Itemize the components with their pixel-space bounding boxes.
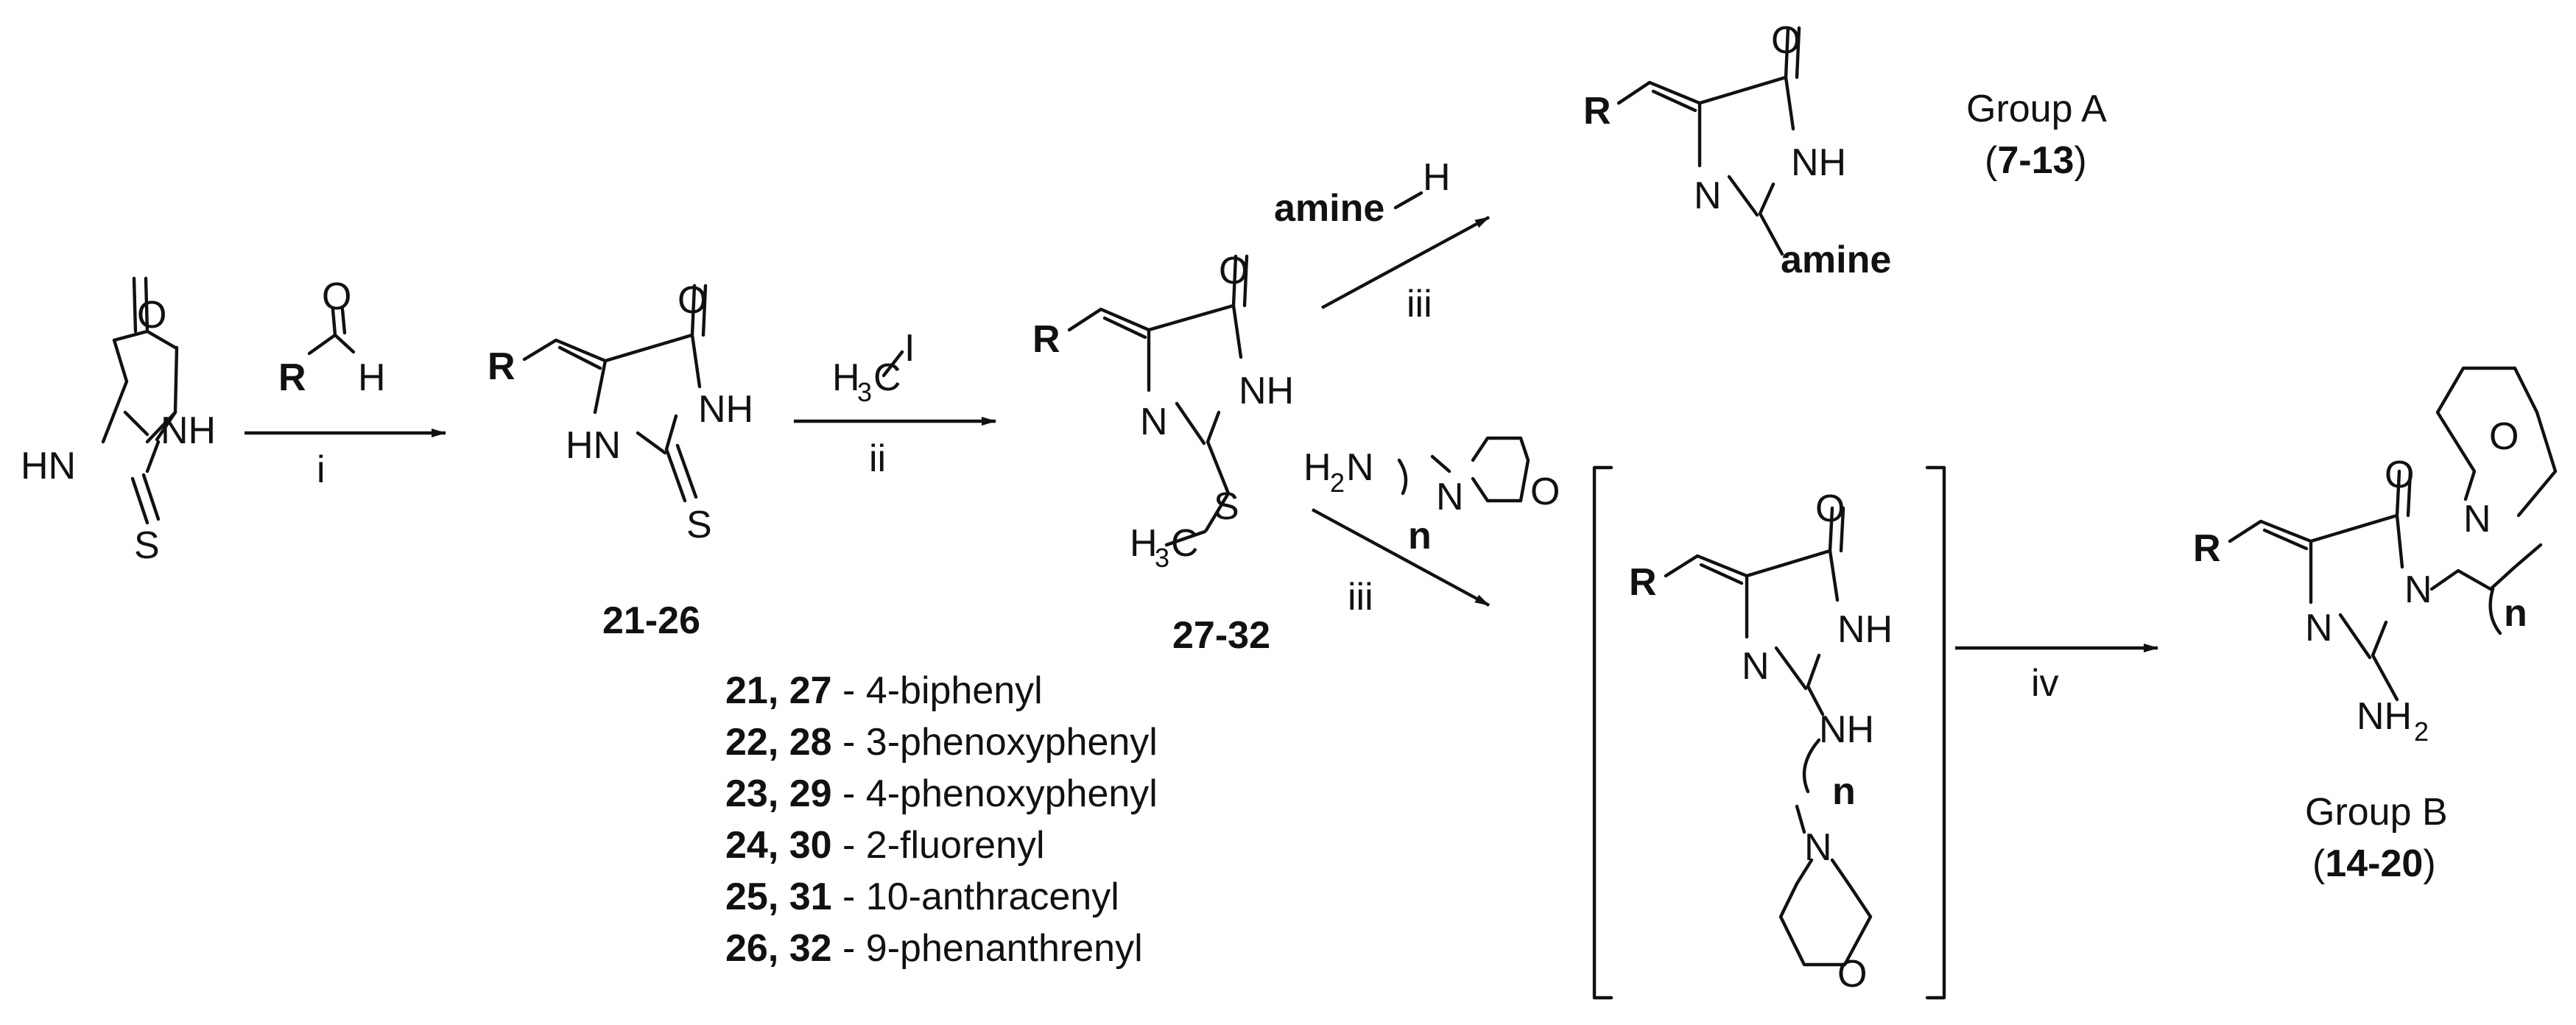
atom-N: N	[1742, 645, 1770, 688]
atom-NH: NH	[1791, 141, 1846, 184]
substituent-row: 25, 31 - 10-anthracenyl	[725, 876, 1119, 918]
label-step-iv: iv	[2031, 662, 2059, 705]
aldehyde-reagent: R O H	[278, 275, 386, 399]
atom-amine: amine	[1274, 187, 1384, 230]
atom-S: S	[686, 504, 712, 546]
atom-O: O	[322, 275, 351, 318]
atom-R: R	[1629, 561, 1657, 604]
atom-N: N	[1346, 446, 1374, 489]
atom-O: O	[1837, 953, 1867, 996]
methyl-iodide-reagent: H 3 C I	[832, 327, 915, 407]
atom-R: R	[1032, 318, 1060, 361]
atom-R: R	[2193, 527, 2221, 570]
substituent-row: 26, 32 - 9-phenanthrenyl	[725, 927, 1143, 970]
atom-N: N	[2305, 607, 2333, 649]
group-b-range: (14-20)	[2312, 842, 2436, 885]
thiohydantoin-starting-material: O NH HN S	[21, 276, 216, 567]
atom-O: O	[2385, 454, 2414, 496]
amine-reagent: amine H	[1274, 156, 1451, 230]
subscript-2: 2	[2414, 716, 2429, 747]
atom-H: H	[1303, 446, 1331, 489]
atom-H: H	[832, 356, 860, 399]
arrow-step-iii-lower	[1311, 508, 1491, 607]
atom-amine: amine	[1781, 239, 1891, 281]
label-step-i: i	[317, 448, 325, 491]
label-step-ii: ii	[869, 437, 886, 480]
subscript-2: 2	[1330, 468, 1345, 498]
atom-O: O	[1815, 487, 1845, 530]
subscript-3: 3	[857, 377, 872, 407]
atom-NH: NH	[1837, 608, 1893, 651]
atom-n: n	[2504, 592, 2527, 635]
atom-N: N	[1436, 476, 1464, 518]
atom-HN: HN	[566, 424, 621, 467]
atom-N: N	[1140, 401, 1168, 443]
atom-R: R	[1583, 90, 1611, 133]
atom-NH: NH	[1819, 708, 1874, 751]
atom-H: H	[358, 356, 386, 399]
label-step-iii-lower: iii	[1348, 576, 1373, 619]
substituent-row: 24, 30 - 2-fluorenyl	[725, 824, 1045, 867]
atom-NH: NH	[1239, 370, 1294, 412]
atom-S: S	[1214, 485, 1239, 528]
atom-n: n	[1408, 515, 1432, 557]
atom-O: O	[137, 294, 166, 337]
atom-N: N	[1694, 175, 1722, 217]
atom-N: N	[1804, 826, 1832, 869]
group-b-label: Group B (14-20)	[2305, 791, 2448, 885]
substituent-row: 21, 27 - 4-biphenyl	[725, 669, 1043, 712]
atom-N: N	[2463, 498, 2491, 540]
substituent-row: 23, 29 - 4-phenoxyphenyl	[725, 772, 1158, 815]
substituent-list: 21, 27 - 4-biphenyl 22, 28 - 3-phenoxyph…	[725, 669, 1158, 970]
compound-label-21-26: 21-26	[602, 599, 700, 642]
atom-H: H	[1423, 156, 1451, 199]
atom-O: O	[2489, 415, 2519, 458]
atom-NH: NH	[698, 388, 753, 431]
atom-R: R	[278, 356, 306, 399]
atom-n: n	[1832, 770, 1856, 813]
atom-O: O	[1771, 19, 1801, 62]
group-a-product: R O NH N amine	[1583, 19, 1891, 281]
group-a-label: Group A (7-13)	[1966, 88, 2107, 182]
group-a-range: (7-13)	[1985, 139, 2087, 182]
atom-C: C	[873, 356, 901, 399]
group-b-product: R O N N N O n NH 2	[2193, 366, 2558, 747]
arylidene-thiohydantoin: R O NH HN S	[488, 279, 753, 546]
substituent-row: 22, 28 - 3-phenoxyphenyl	[725, 721, 1158, 764]
atom-O: O	[1219, 250, 1248, 292]
atom-R: R	[488, 345, 515, 388]
atom-I: I	[904, 327, 915, 370]
atom-HN: HN	[21, 445, 76, 487]
subscript-3: 3	[1155, 543, 1169, 573]
atom-NH: NH	[161, 409, 216, 452]
methylthio-imidazolone: R O NH N S H 3 C	[1032, 250, 1294, 573]
atom-O: O	[678, 279, 707, 322]
group-b-title: Group B	[2305, 791, 2448, 834]
morpholine-amine-reagent: H 2 N N O n	[1303, 436, 1560, 557]
atom-C: C	[1171, 522, 1199, 565]
atom-NH: NH	[2357, 695, 2412, 738]
label-step-iii-upper: iii	[1407, 283, 1432, 325]
atom-H: H	[1130, 522, 1158, 565]
atom-S: S	[134, 524, 160, 567]
bracketed-intermediate: R O NH N NH n N O	[1592, 465, 1946, 1000]
compound-label-27-32: 27-32	[1172, 614, 1270, 657]
group-a-title: Group A	[1966, 88, 2107, 130]
atom-O: O	[1530, 471, 1560, 513]
arrow-step-iii-upper	[1320, 216, 1491, 309]
atom-N: N	[2404, 568, 2432, 611]
